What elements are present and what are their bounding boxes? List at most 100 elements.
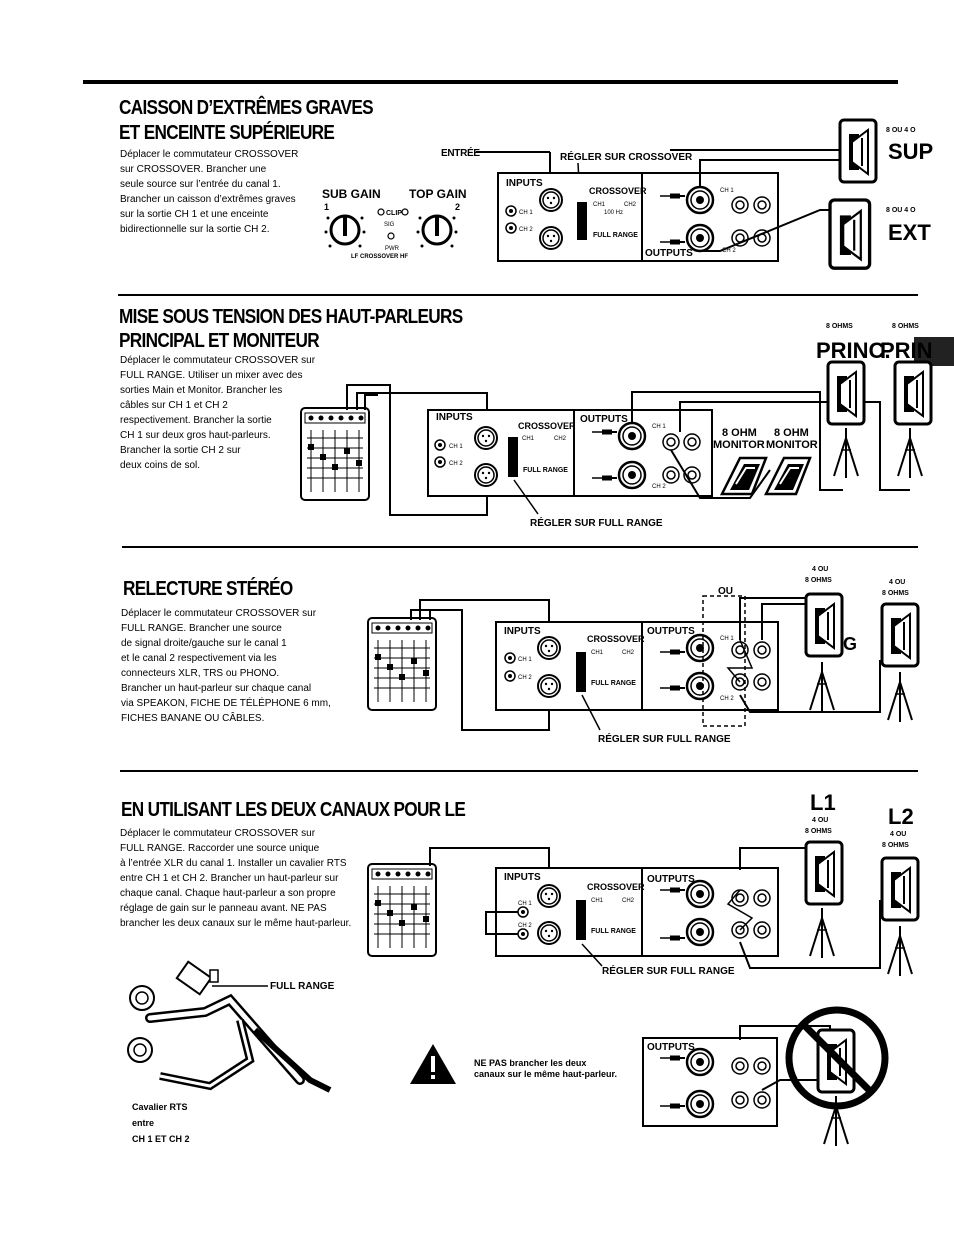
section-divider-2 (122, 546, 918, 548)
s2-main-speaker-2 (893, 360, 933, 426)
s1-ch1-input-label: CH 1 (519, 210, 533, 216)
s4-ch2-input-label: CH 2 (518, 923, 532, 929)
s4-mixer (367, 863, 437, 957)
s4-l1-speaker (804, 840, 844, 906)
s4-l2-speaker (880, 856, 920, 922)
s1-full-range-label: FULL RANGE (593, 232, 638, 239)
s1-ch2-input-label: CH 2 (519, 227, 533, 233)
s3-right-speaker (880, 602, 920, 668)
s3-ch2-input-label: CH 2 (518, 675, 532, 681)
s3-left-speaker (804, 592, 844, 658)
s1-body: Déplacer le commutateur CROSSOVER sur CR… (120, 149, 299, 235)
s2-main2-ohms: 8 OHMS (892, 323, 919, 330)
s3-left-name: G (843, 634, 857, 654)
s1-pwr-label: PWR (385, 246, 400, 252)
s2-full-range-label: FULL RANGE (523, 467, 568, 474)
s4-l2-ohms-2: 8 OHMS (882, 842, 909, 849)
s4-crossover-switch (576, 900, 586, 940)
s3-ch2-out-label: CH 2 (720, 696, 734, 702)
s2-ch2-input-label: CH 2 (449, 461, 463, 467)
s2-monitor-1 (720, 456, 768, 496)
s1-crossover-label: CROSSOVER (589, 186, 647, 196)
s1-outputs-label: OUTPUTS (645, 248, 693, 259)
s1-sig-label: SIG (384, 222, 395, 228)
s1-inputs-label: INPUTS (506, 178, 543, 189)
s4-diagram: INPUTS CH 1 CH 2 CROSSOVER CH1 CH2 FULL … (127, 790, 920, 1147)
s4-l1-ohms-1: 4 OU (812, 817, 828, 824)
s4-wrong-outputs-label: OUTPUTS (647, 1042, 695, 1053)
s4-l2-label: L2 (888, 804, 914, 829)
s2-ch1-short: CH1 (522, 436, 535, 442)
s2-ch1-input-label: CH 1 (449, 444, 463, 450)
s1-amp-panel (497, 172, 643, 262)
s1-ch1-short: CH1 (593, 202, 606, 208)
top-rule (83, 80, 898, 84)
s2-amp-panel (427, 409, 575, 497)
s4-ch1-short: CH1 (591, 898, 604, 904)
s3-right-ohms-2: 8 OHMS (882, 590, 909, 597)
s1-clip-label: CLIP (386, 210, 402, 217)
s3-full-range-label: FULL RANGE (591, 680, 636, 687)
s2-body: Déplacer le commutateur CROSSOVER sur FU… (120, 355, 316, 471)
s2-inputs-label: INPUTS (436, 412, 473, 423)
s2-main1-name: PRINC. (816, 338, 891, 363)
s4-jumper-illustration (127, 960, 332, 1093)
s2-title-line2: PRINCIPAL ET MONITEUR (119, 330, 320, 352)
s1-lf-crossover-hf: LF CROSSOVER HF (351, 254, 408, 260)
s3-ch2-short: CH2 (622, 650, 635, 656)
s4-crossover-label: CROSSOVER (587, 882, 645, 892)
s2-main1-ohms: 8 OHMS (826, 323, 853, 330)
s2-main2-name: PRIN (880, 338, 933, 363)
s1-knob-2: 2 (455, 202, 460, 212)
s4-outputs-label: OUTPUTS (647, 874, 695, 885)
s3-ch1-out-label: CH 1 (720, 636, 734, 642)
s1-sup-speaker (838, 118, 878, 184)
s2-main-speaker-1 (826, 360, 866, 426)
s2-title-line1: MISE SOUS TENSION DES HAUT-PARLEURS (119, 306, 463, 328)
s1-ch2-out-label: CH 2 (722, 248, 736, 254)
s4-l1-label: L1 (810, 790, 836, 815)
s1-sup-ohms: 8 OU 4 O (886, 127, 916, 134)
s3-outputs-label: OUTPUTS (647, 626, 695, 637)
s2-ch1-out-label: CH 1 (652, 424, 666, 430)
s1-knob-1: 1 (324, 202, 329, 212)
s4-regler-label: RÉGLER SUR FULL RANGE (602, 964, 735, 977)
s1-ch1-out-label: CH 1 (720, 188, 734, 194)
s4-warning-line1: NE PAS brancher les deux (474, 1058, 586, 1068)
s4-inputs-label: INPUTS (504, 872, 541, 883)
s2-mon1-name: MONITOR (713, 439, 765, 451)
s3-left-ohms-2: 8 OHMS (805, 577, 832, 584)
s4-full-range-callout: FULL RANGE (270, 981, 335, 992)
s1-ch2-short: CH2 (624, 202, 637, 208)
s4-warning-line2: canaux sur le même haut-parleur. (474, 1069, 617, 1079)
s2-ch2-out-label: CH 2 (652, 484, 666, 490)
s1-ext-name: EXT (888, 220, 931, 245)
s3-ch1-input-label: CH 1 (518, 657, 532, 663)
s3-regler-label: RÉGLER SUR FULL RANGE (598, 732, 731, 745)
s4-title: EN UTILISANT LES DEUX CANAUX POUR LE (121, 799, 466, 821)
s2-ch2-short: CH2 (554, 436, 567, 442)
s3-ch1-short: CH1 (591, 650, 604, 656)
s3-ou-label: OU (718, 586, 733, 597)
s2-mon1-ohms: 8 OHM (722, 427, 757, 439)
section-divider-3 (120, 770, 918, 772)
s1-regler-label: RÉGLER SUR CROSSOVER (560, 150, 693, 163)
s1-entree-label: ENTRÉE (441, 146, 480, 159)
s2-mixer (300, 407, 370, 501)
s2-outputs-label: OUTPUTS (580, 414, 628, 425)
s2-regler-label: RÉGLER SUR FULL RANGE (530, 516, 663, 529)
s1-ext-speaker (828, 198, 872, 270)
s2-diagram: INPUTS CH 1 CH 2 CROSSOVER CH1 CH2 FULL … (300, 323, 933, 529)
s4-cavalier-line2: entre (132, 1118, 154, 1128)
s1-ext-ohms: 8 OU 4 O (886, 207, 916, 214)
s2-crossover-switch (508, 437, 518, 477)
s4-cavalier-line3: CH 1 ET CH 2 (132, 1134, 190, 1144)
s1-top-gain-label: TOP GAIN (409, 187, 467, 201)
s4-full-range-label: FULL RANGE (591, 928, 636, 935)
s1-hz-label: 100 Hz (604, 210, 623, 216)
s3-crossover-switch (576, 652, 586, 692)
s4-cavalier-line1: Cavalier RTS (132, 1102, 188, 1112)
s4-body: Déplacer le commutateur CROSSOVER sur FU… (120, 828, 352, 929)
s3-inputs-label: INPUTS (504, 626, 541, 637)
